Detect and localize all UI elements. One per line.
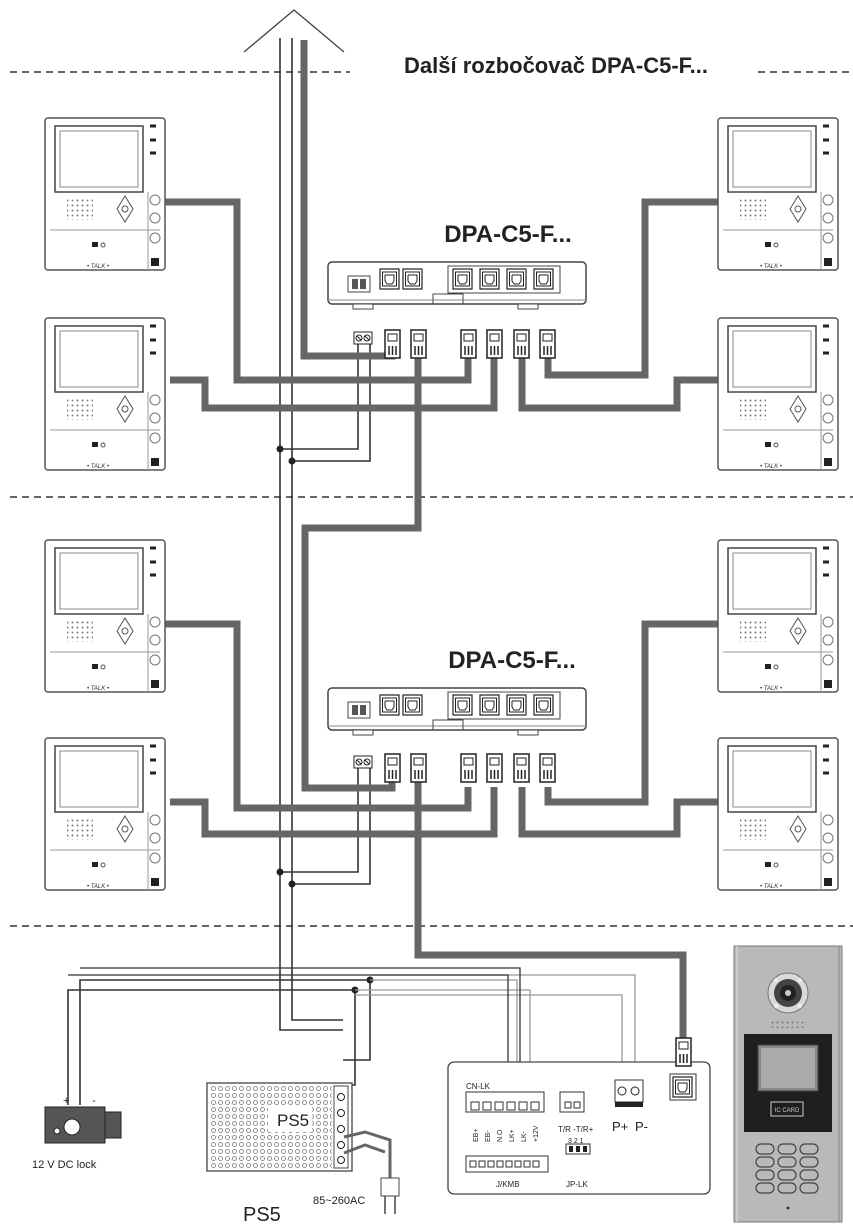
terminal-label: EB+ <box>473 1129 480 1142</box>
jp-lk-label: JP-LK <box>566 1180 588 1189</box>
hub-upper <box>328 262 586 309</box>
talk-label: • TALK • <box>760 464 782 470</box>
bus-cables <box>165 40 720 1040</box>
card-reader-label: IC CARD <box>775 1108 800 1114</box>
terminal-label: LK- <box>521 1130 528 1142</box>
p-plus-label: P+ <box>612 1119 628 1134</box>
door-station-board <box>447 1037 711 1195</box>
p-minus-label: P- <box>635 1119 648 1134</box>
indoor-monitor <box>43 538 167 694</box>
power-supply <box>206 1082 400 1214</box>
terminal-label: +12V <box>533 1125 540 1142</box>
talk-label: • TALK • <box>87 464 109 470</box>
indoor-monitor <box>43 736 167 892</box>
tr-label: T/R -T/R+ <box>558 1125 594 1134</box>
hub-lower-label: DPA-C5-F... <box>448 647 576 674</box>
lock-minus: - <box>92 1095 96 1107</box>
indoor-monitor <box>43 116 167 272</box>
talk-label: • TALK • <box>87 686 109 692</box>
terminal-labels: EB+ EB- N.O LK+ LK- +12V <box>473 1125 540 1142</box>
ps-outer-label: PS5 <box>243 1204 281 1226</box>
terminal-label: LK+ <box>509 1129 516 1142</box>
talk-label: • TALK • <box>87 264 109 270</box>
jkmb-label: J/KMB <box>496 1180 520 1189</box>
jp-numbers: 3 2 1 <box>568 1138 584 1145</box>
terminal-label: N.O <box>497 1129 504 1142</box>
indoor-monitor <box>716 538 840 694</box>
talk-label: • TALK • <box>760 686 782 692</box>
power-bus-wires <box>67 38 371 1105</box>
talk-label: • TALK • <box>760 264 782 270</box>
up-arrow <box>243 9 345 53</box>
indoor-monitor <box>716 736 840 892</box>
ps-inner-label: PS5 <box>277 1111 309 1130</box>
next-hub-label: Další rozbočovač DPA-C5-F... <box>404 53 708 78</box>
indoor-monitor <box>43 316 167 472</box>
talk-label: • TALK • <box>760 884 782 890</box>
dc-lock <box>44 1106 122 1144</box>
ps-input-label: 85~260AC <box>313 1195 365 1207</box>
talk-label: • TALK • <box>87 884 109 890</box>
hub-lower-connectors <box>353 753 556 783</box>
lock-plus: + <box>63 1095 69 1107</box>
hub-upper-label: DPA-C5-F... <box>444 221 572 248</box>
indoor-monitor <box>716 116 840 272</box>
indoor-monitor <box>716 316 840 472</box>
lock-label: 12 V DC lock <box>32 1159 97 1171</box>
hub-lower <box>328 688 586 735</box>
cn-lk-label: CN-LK <box>466 1082 491 1091</box>
door-station <box>733 945 843 1223</box>
terminal-label: EB- <box>485 1130 492 1142</box>
